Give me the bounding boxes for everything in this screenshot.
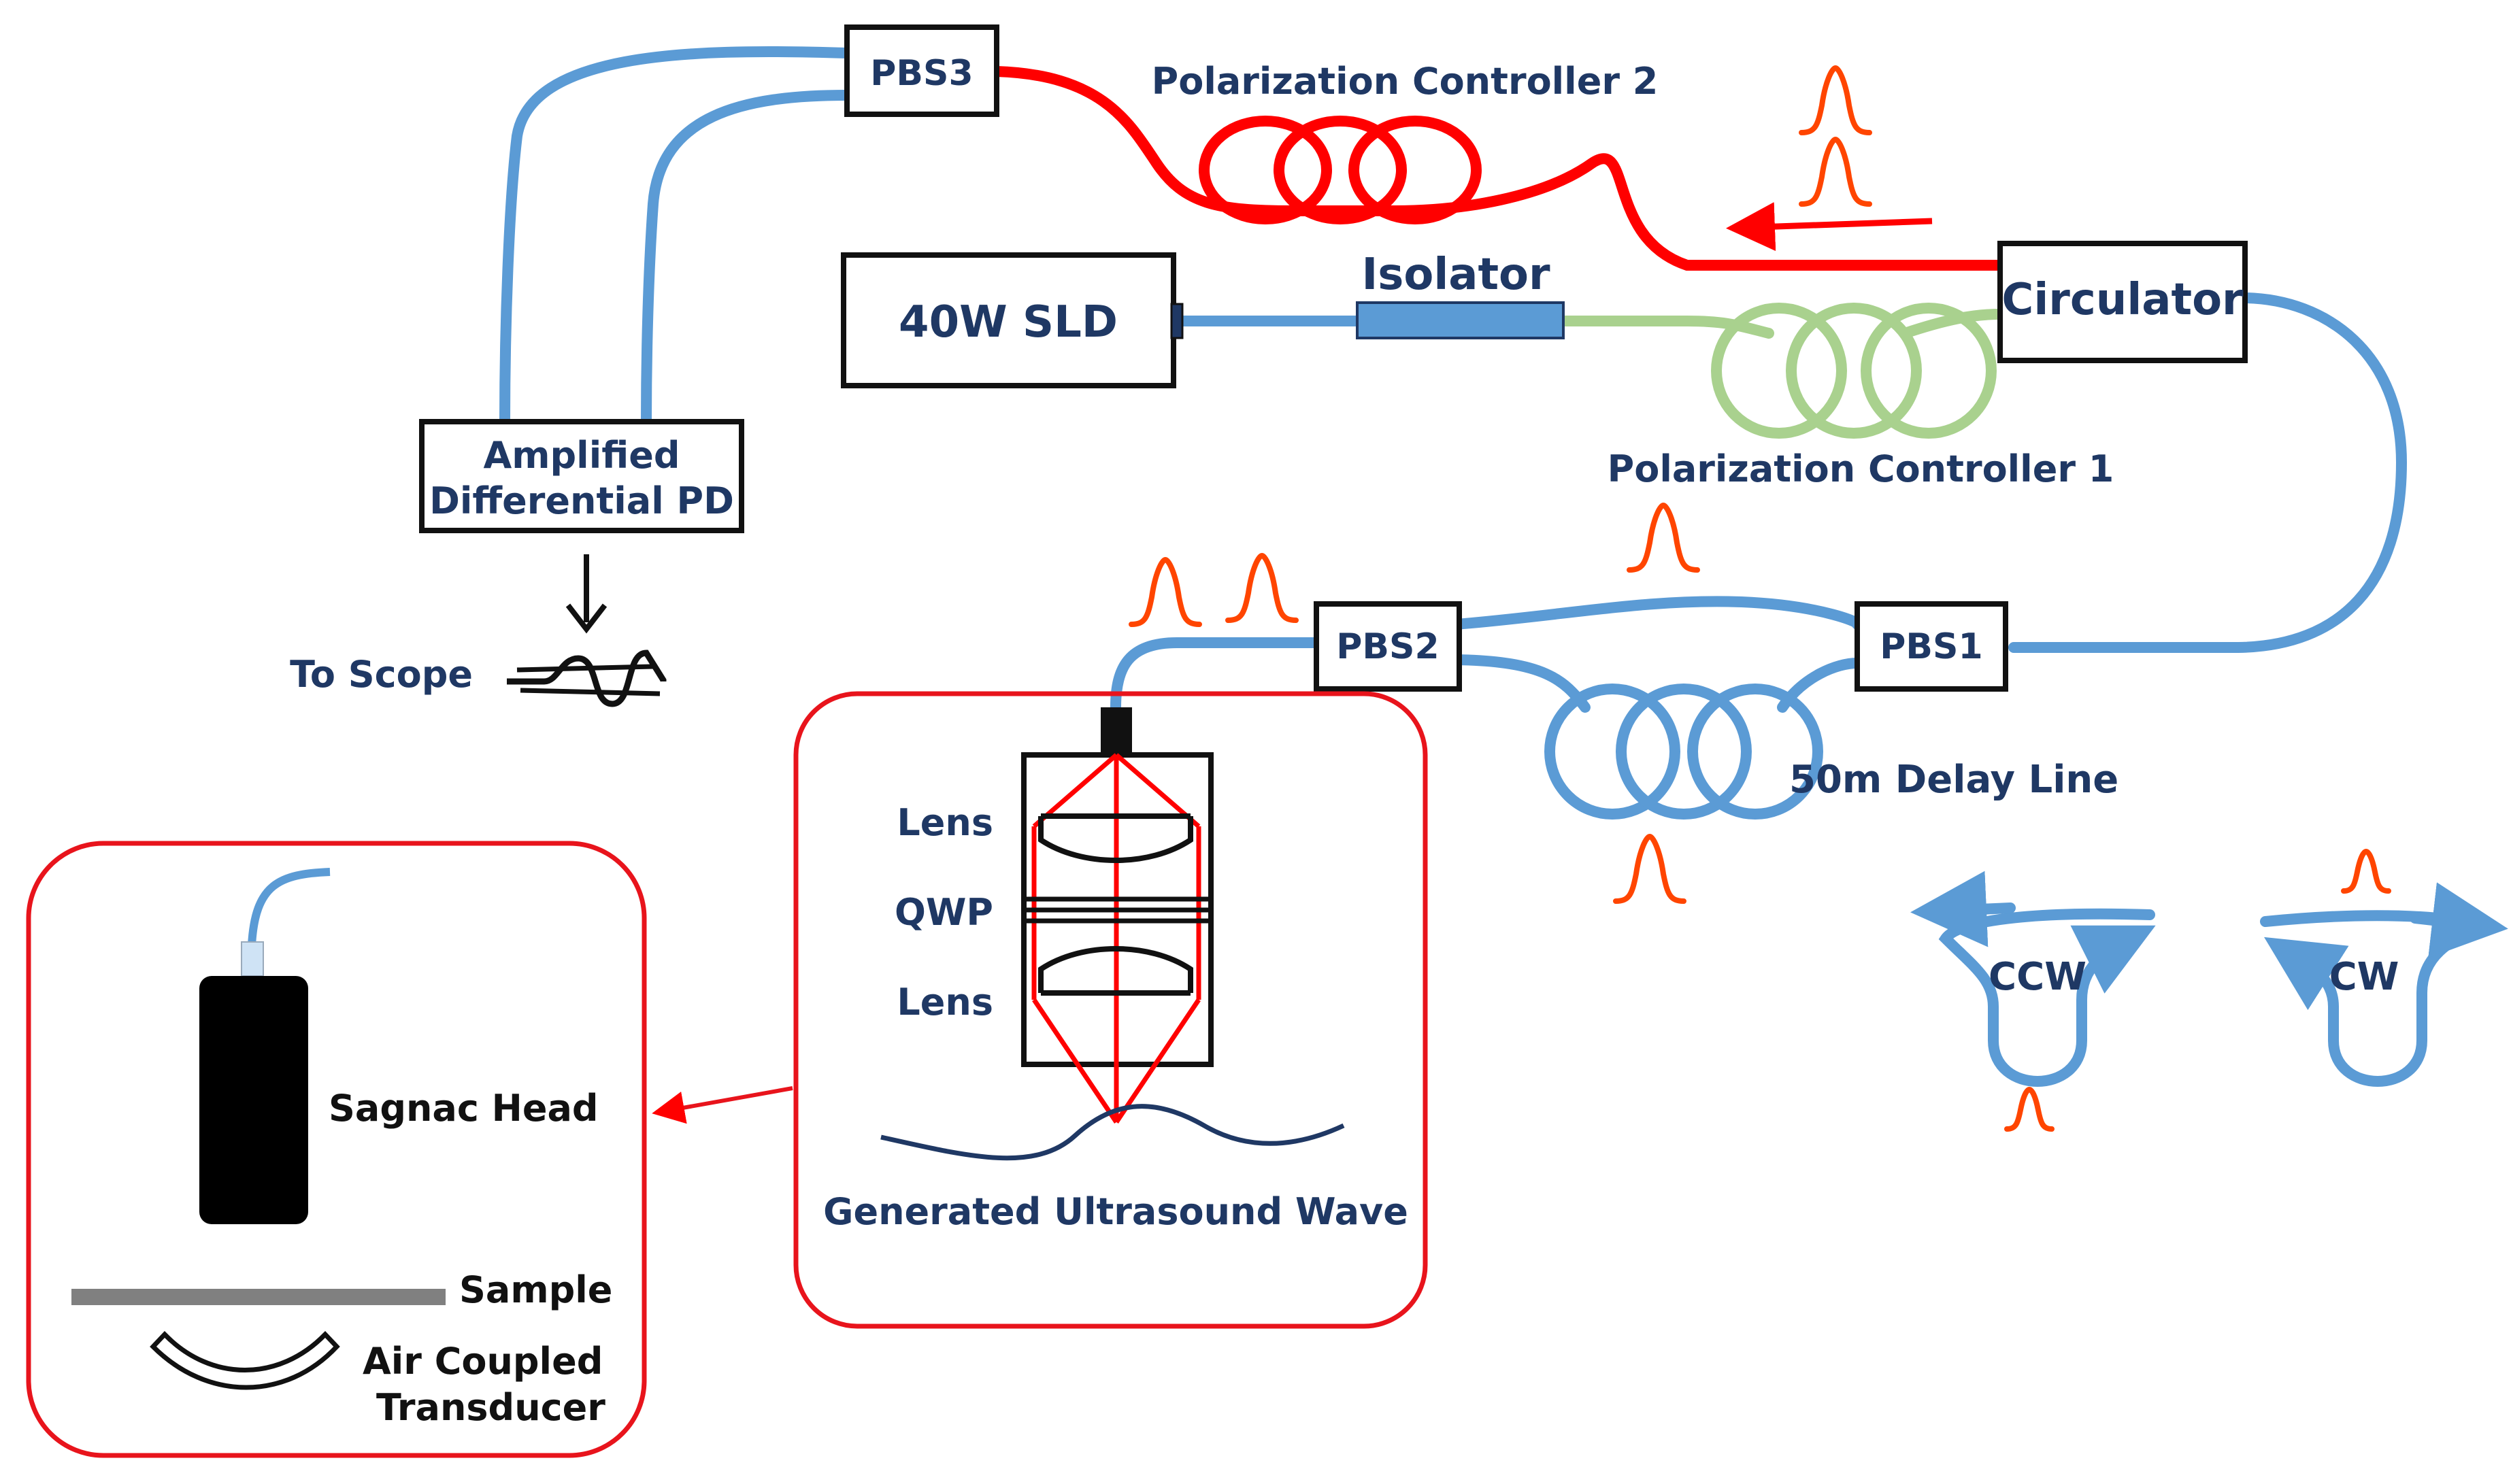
circulator-label: Circulator <box>2001 275 2244 325</box>
setup-inset: Sagnac Head Sample Air Coupled Transduce… <box>71 868 612 1429</box>
lens-top-label: Lens <box>897 801 993 844</box>
pulse-icon <box>1613 833 1686 904</box>
pbs1-label: PBS1 <box>1880 626 1982 667</box>
fiber-pbs3-to-pd-left <box>499 46 852 427</box>
pulse-icon <box>2004 1086 2055 1132</box>
to-scope: To Scope <box>290 554 667 707</box>
qwp-label: QWP <box>895 891 993 934</box>
pulse-icon <box>1225 552 1299 623</box>
fiber-pbs1-pbs2-direct <box>1450 596 1864 630</box>
to-scope-label: To Scope <box>290 653 473 696</box>
polarization-controller-2-loops <box>1199 116 1482 224</box>
setup-inset-border <box>26 841 647 1458</box>
ultrasound-label: Generated Ultrasound Wave <box>823 1190 1408 1233</box>
pulse-icon <box>1627 502 1700 573</box>
sample-plate <box>71 1289 446 1305</box>
pd-label-line2: Differential PD <box>429 479 734 522</box>
delay-line-label: 50m Delay Line <box>1789 758 2118 802</box>
sample-label: Sample <box>459 1268 612 1311</box>
return-direction-arrow <box>1726 202 1933 252</box>
pbs3-box: PBS3 <box>844 24 999 117</box>
cw-label: CW <box>2329 955 2399 999</box>
fiber-circulator-to-pbs1 <box>2008 292 2408 653</box>
lens-bottom-label: Lens <box>897 981 993 1024</box>
transducer-label-line2: Transducer <box>376 1386 605 1429</box>
pulse-icon <box>1799 65 1872 135</box>
lens-bottom <box>1038 946 1193 996</box>
isolator: Isolator <box>1356 250 1565 339</box>
pbs2-label: PBS2 <box>1336 626 1439 667</box>
lens-top <box>1038 813 1193 863</box>
ccw-label: CCW <box>1989 955 2086 999</box>
pulse-icon <box>1799 136 1872 207</box>
sagnac-probe-head <box>1021 707 1214 1124</box>
amplified-differential-pd-box: Amplified Differential PD <box>419 419 744 533</box>
pbs1-box: PBS1 <box>1855 601 2008 692</box>
circulator-box: Circulator <box>1997 241 2248 363</box>
fiber-pbs2-to-head <box>1110 637 1322 713</box>
inset-link-arrow <box>652 1086 793 1124</box>
light-pulses <box>1129 65 2391 1132</box>
scope-signal-icon <box>507 650 667 707</box>
qwp-plate <box>1024 896 1211 924</box>
ultrasound-wave <box>880 1104 1345 1161</box>
fiber-green-pc1 <box>1558 309 2006 339</box>
polarization-controller-1-loops <box>1711 303 1997 439</box>
pc1-label: Polarization Controller 1 <box>1608 448 2114 490</box>
cw-diagram: CW <box>2260 882 2508 1087</box>
fiber-pbs3-to-pd-right <box>641 90 852 427</box>
sagnac-head-label: Sagnac Head <box>329 1087 599 1130</box>
sagnac-head-icon <box>199 976 308 1224</box>
isolator-label: Isolator <box>1361 250 1550 300</box>
pulse-icon <box>1129 556 1202 627</box>
sld-box: 40W SLD <box>841 252 1184 388</box>
pulse-icon <box>2341 848 2391 894</box>
ccw-diagram: CCW <box>1910 871 2156 1087</box>
head-inset-border <box>793 691 1428 1329</box>
sld-label: 40W SLD <box>899 297 1118 348</box>
sagnac-head-fiber <box>248 868 331 946</box>
transducer-icon <box>150 1330 340 1390</box>
transducer-label-line1: Air Coupled <box>363 1340 603 1383</box>
fiber-red-pc2 <box>991 66 2006 271</box>
pc2-label: Polarization Controller 2 <box>1152 60 1659 103</box>
pbs3-label: PBS3 <box>870 53 973 94</box>
pd-label-line1: Amplified <box>483 434 680 477</box>
delay-line-loops <box>1544 684 1823 820</box>
pbs2-box: PBS2 <box>1314 601 1462 692</box>
